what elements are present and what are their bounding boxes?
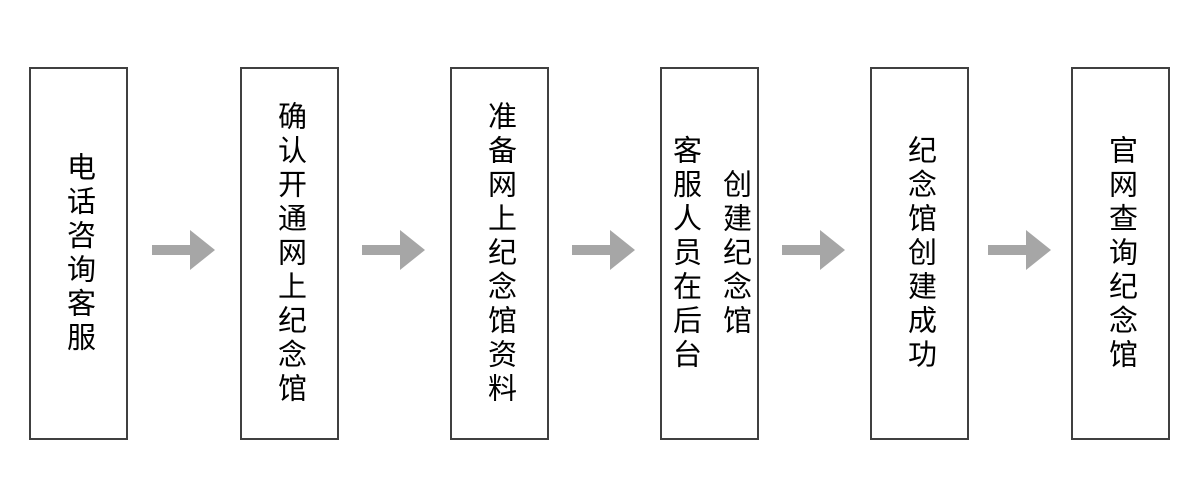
right-arrow-icon [362, 230, 425, 270]
flow-step-4-box: 客服人员在后台 创建纪念馆 [660, 67, 759, 440]
flow-step-2-label: 确认开通网上纪念馆 [273, 100, 306, 407]
flow-step-6-box: 官网查询纪念馆 [1071, 67, 1170, 440]
right-arrow-icon [988, 230, 1051, 270]
flow-step-1-box: 电话咨询客服 [29, 67, 128, 440]
flow-step-1-label: 电话咨询客服 [62, 151, 95, 356]
flow-step-4-label: 客服人员在后台 创建纪念馆 [668, 134, 751, 373]
flow-step-5-label: 纪念馆创建成功 [903, 134, 936, 373]
flow-step-5-box: 纪念馆创建成功 [870, 67, 969, 440]
flow-step-6-label: 官网查询纪念馆 [1104, 134, 1137, 373]
right-arrow-icon [782, 230, 845, 270]
right-arrow-icon [152, 230, 215, 270]
flow-step-3-box: 准备网上纪念馆资料 [450, 67, 549, 440]
right-arrow-icon [572, 230, 635, 270]
flow-step-3-label: 准备网上纪念馆资料 [483, 100, 516, 407]
flow-step-2-box: 确认开通网上纪念馆 [240, 67, 339, 440]
